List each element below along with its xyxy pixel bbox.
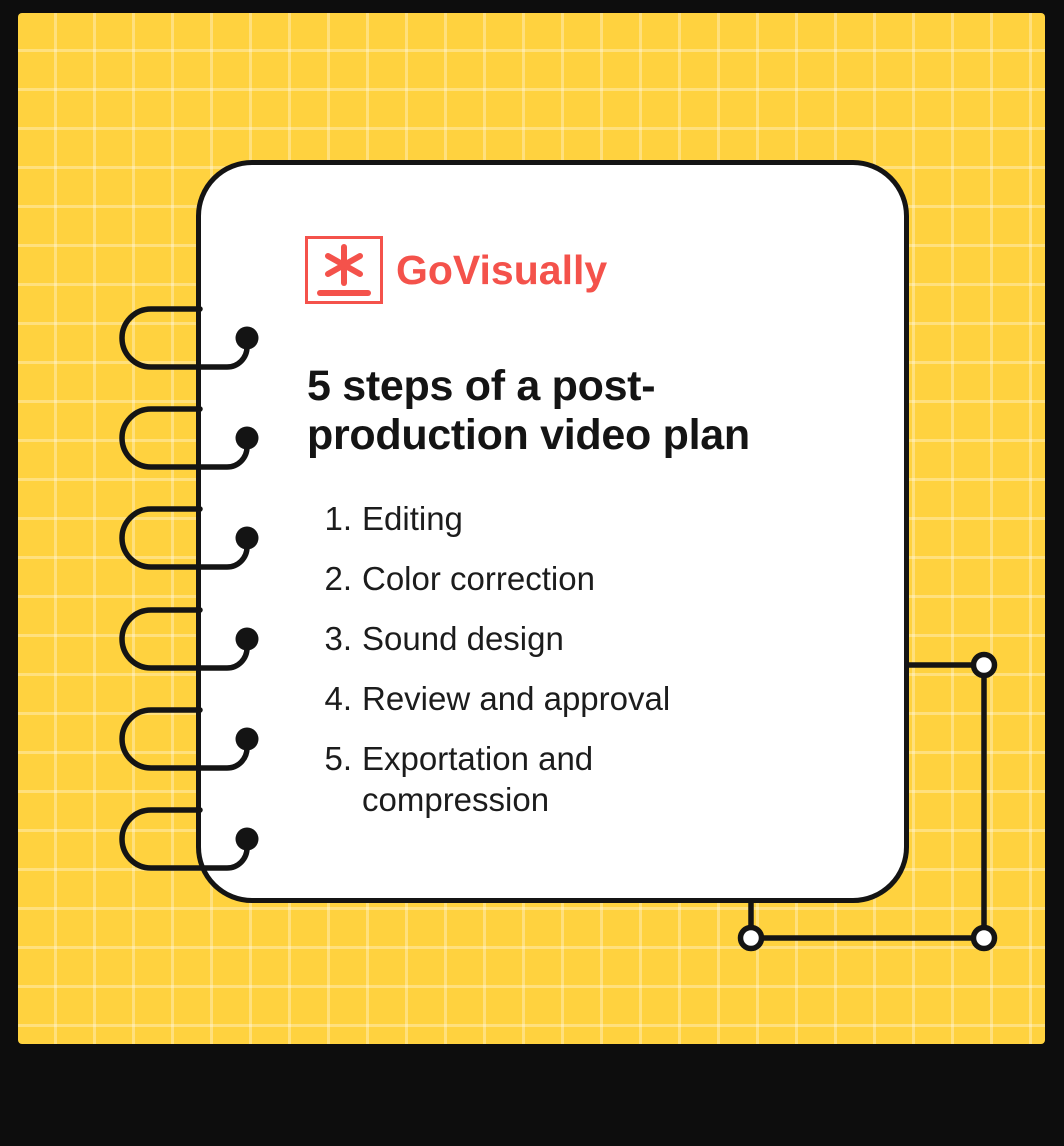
list-item: Exportation and compression <box>310 738 692 820</box>
list-item: Editing <box>310 498 692 539</box>
asterisk-logo-icon <box>305 236 383 304</box>
steps-list: Editing Color correction Sound design Re… <box>310 498 692 839</box>
logo: GoVisually <box>305 236 607 304</box>
list-item: Review and approval <box>310 678 692 719</box>
step-label: Review and approval <box>362 680 671 717</box>
step-label: Exportation and compression <box>362 740 594 818</box>
title-line-2: production video plan <box>307 411 750 459</box>
list-item: Sound design <box>310 618 692 659</box>
step-label: Sound design <box>362 620 564 657</box>
list-item: Color correction <box>310 558 692 599</box>
step-label: Editing <box>362 500 463 537</box>
title-line-1: 5 steps of a post- <box>307 362 656 410</box>
step-label: Color correction <box>362 560 595 597</box>
page-title: 5 steps of a post- production video plan <box>307 362 750 460</box>
brand-name: GoVisually <box>396 246 608 293</box>
